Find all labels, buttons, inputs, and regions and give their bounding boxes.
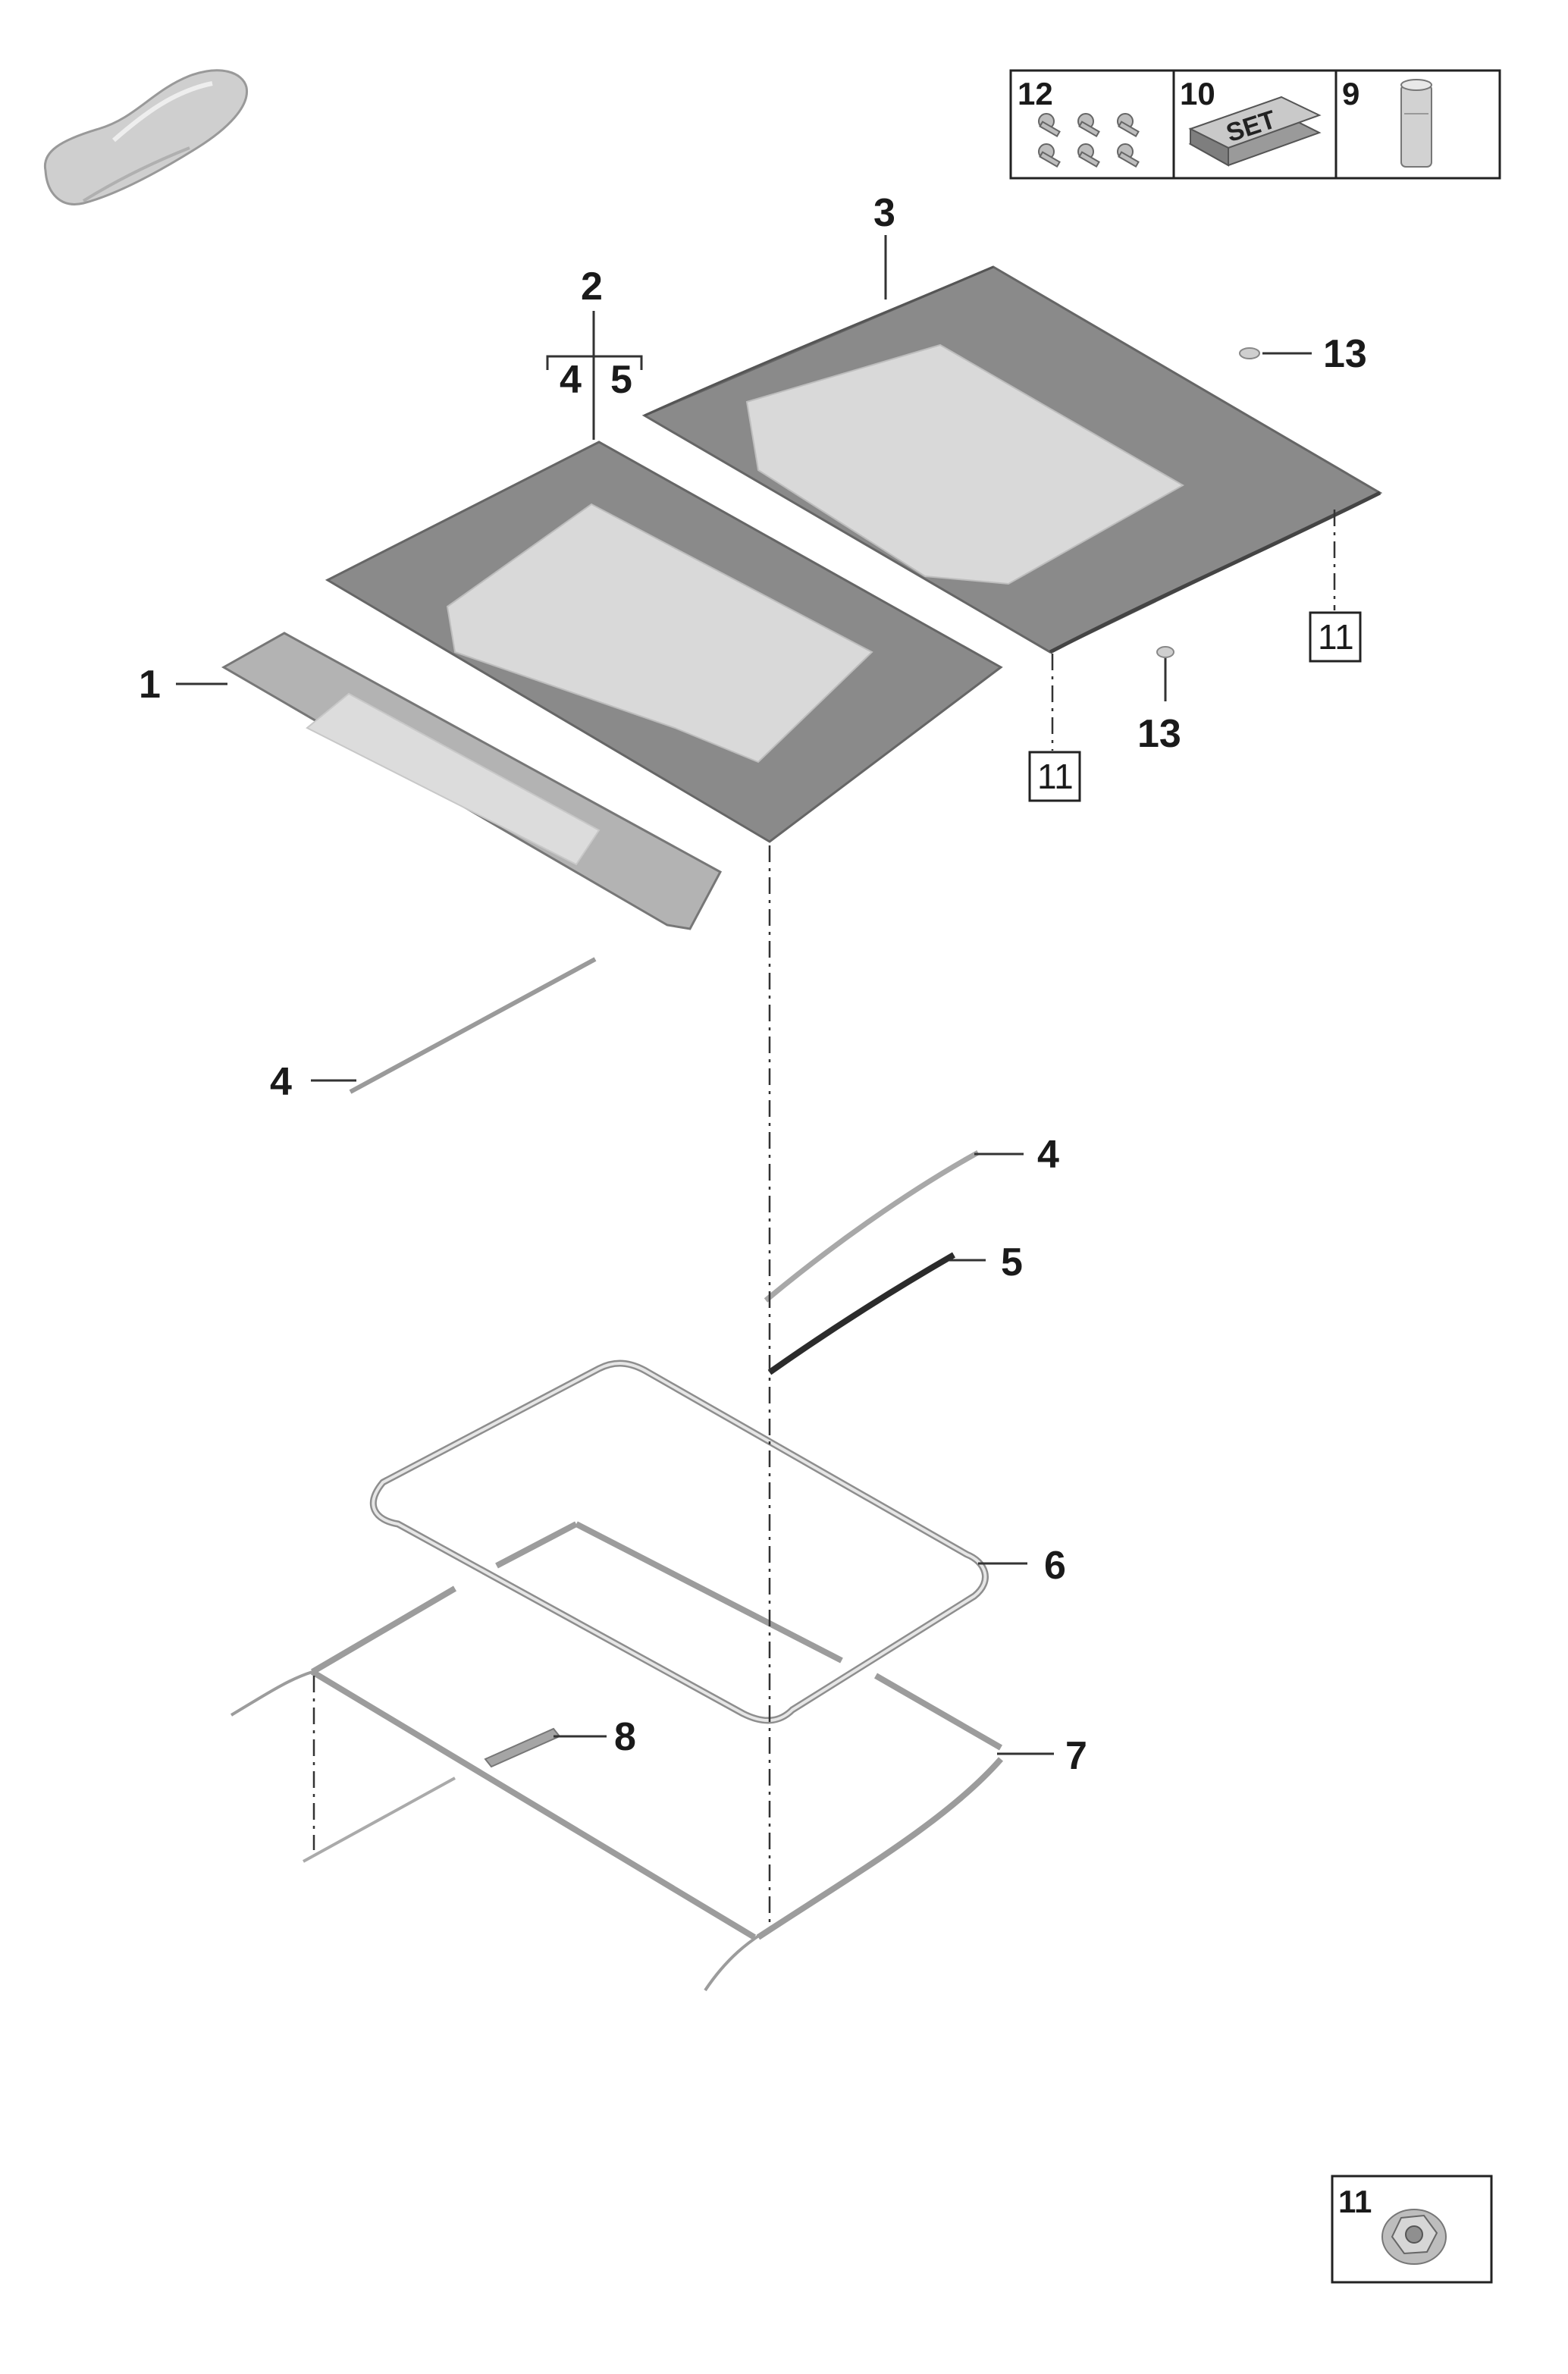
clip-13-upper — [1239, 347, 1260, 359]
seal-strip-5 — [767, 1252, 955, 1375]
callout-8: 8 — [614, 1715, 636, 1759]
callout-5: 5 — [1001, 1240, 1023, 1284]
seal-strip-4-right — [764, 1149, 980, 1303]
clip-8 — [484, 1727, 561, 1768]
fastener-kit-box: 12 10 9 SET — [1009, 69, 1501, 180]
callout-6: 6 — [1044, 1544, 1066, 1588]
set-block-icon: SET — [1188, 96, 1322, 167]
screw-set-icon — [1038, 113, 1140, 168]
callout-3: 3 — [873, 191, 895, 235]
cylinder-icon — [1400, 79, 1432, 168]
seal-frame-6 — [370, 1359, 989, 1724]
svg-text:11: 11 — [1318, 617, 1354, 657]
nut-box: 11 — [1331, 2175, 1493, 2284]
callout-7: 7 — [1065, 1734, 1087, 1778]
ref-box-11-left: 11 — [1028, 751, 1081, 802]
callout-4-right: 4 — [1037, 1133, 1059, 1177]
svg-text:11: 11 — [1037, 757, 1074, 796]
callout-2-sub-5: 5 — [610, 358, 632, 402]
ref-box-11-right: 11 — [1309, 611, 1362, 663]
kit-cell-10-label: 10 — [1180, 76, 1215, 111]
callout-2-sub-4: 4 — [560, 358, 582, 402]
flange-nut-icon — [1381, 2209, 1447, 2265]
roof-frame-7 — [230, 1521, 1004, 1992]
car-silhouette-icon — [43, 69, 249, 205]
seal-strip-4-lower — [349, 957, 597, 1094]
callout-13-upper: 13 — [1323, 332, 1367, 376]
kit-cell-9-label: 9 — [1342, 76, 1359, 111]
callout-2: 2 — [581, 265, 603, 309]
front-panel-1 — [221, 632, 723, 930]
callout-13-lower: 13 — [1137, 712, 1181, 756]
kit-cell-12-label: 12 — [1018, 76, 1053, 111]
nut-box-label: 11 — [1338, 2184, 1372, 2219]
glass-panel-2 — [325, 441, 1003, 843]
callout-4-lower: 4 — [270, 1060, 292, 1104]
clip-13-lower — [1156, 646, 1174, 658]
roof-panel-3 — [641, 265, 1383, 654]
callout-1: 1 — [139, 663, 161, 707]
